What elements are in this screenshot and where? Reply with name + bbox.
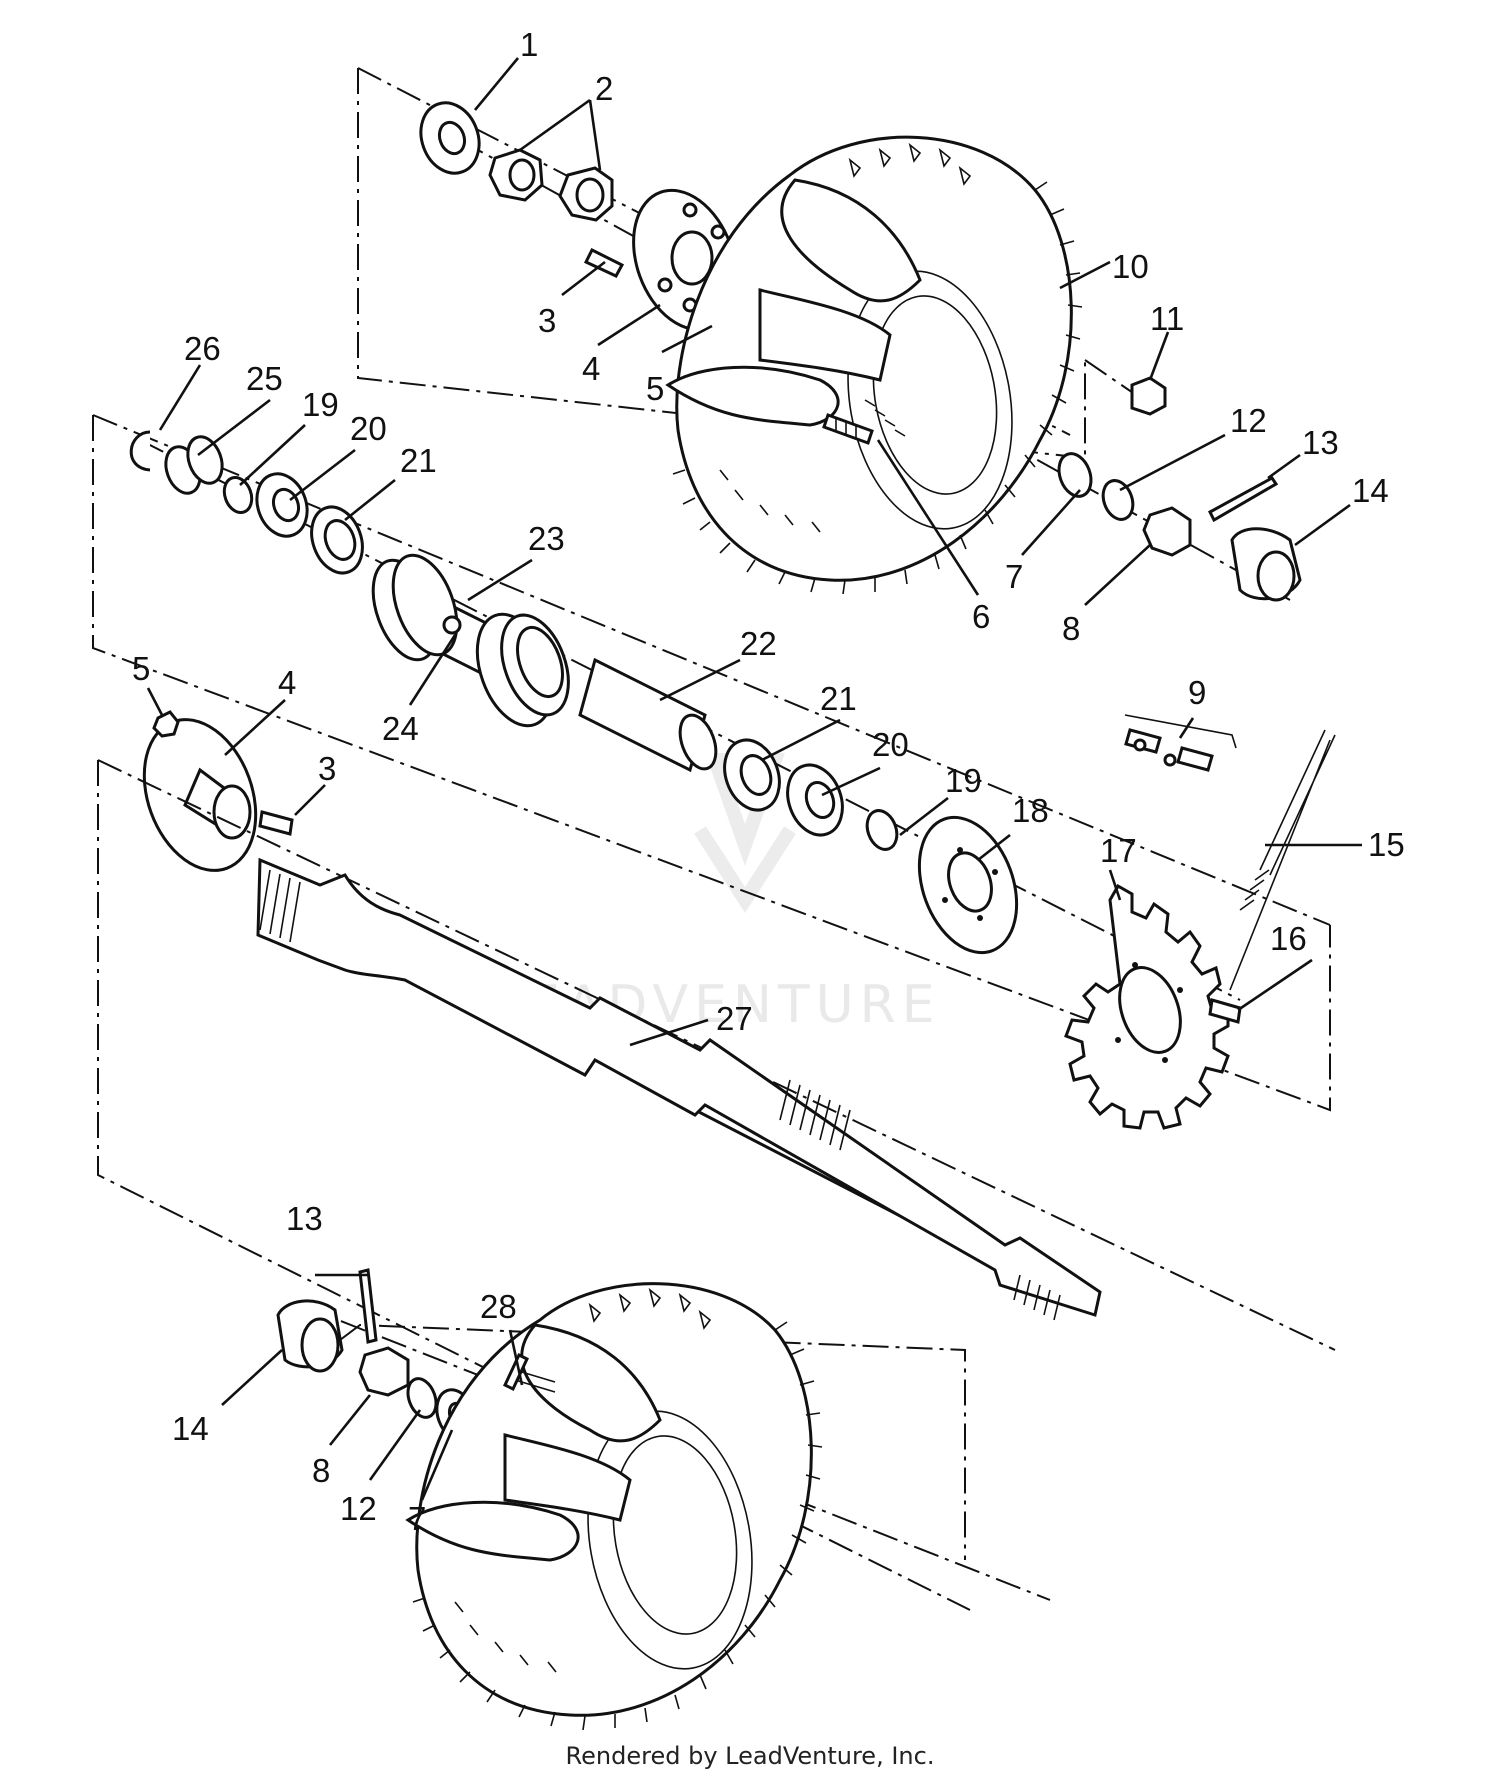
callout-11: 11 (1150, 300, 1184, 337)
callout-26: 26 (184, 330, 221, 367)
o-ring-19-right (865, 809, 899, 851)
cotter-pin-13-lower (358, 1268, 378, 1344)
callout-3-upper: 3 (538, 302, 556, 339)
castle-nuts-2 (488, 148, 614, 222)
bolt-3-lower (258, 810, 294, 836)
washer-7-upper (1057, 452, 1093, 498)
rear-axle-27 (97, 759, 1336, 1611)
sprocket-hub-18 (917, 815, 1019, 955)
axle-housing-23 (371, 553, 570, 728)
cotter-pin-13-upper (1208, 476, 1279, 523)
callout-4-lower: 4 (278, 664, 296, 701)
callout-3-lower: 3 (318, 750, 336, 787)
callout-16: 16 (1270, 920, 1307, 957)
callout-19-left: 19 (302, 386, 339, 423)
callout-7-upper: 7 (1005, 558, 1023, 595)
callout-13-lower: 13 (286, 1200, 323, 1237)
callout-8-upper: 8 (1062, 610, 1080, 647)
callout-23: 23 (528, 520, 565, 557)
drive-chain-15 (1229, 729, 1336, 991)
bearing-21-left (310, 505, 364, 575)
callout-12-lower: 12 (340, 1490, 377, 1527)
callout-5-upper: 5 (646, 370, 664, 407)
castle-nut-8-upper (1142, 506, 1192, 557)
callout-20-left: 20 (350, 410, 387, 447)
castle-nut-8-lower (358, 1346, 410, 1397)
callout-18: 18 (1012, 792, 1049, 829)
callout-14-upper: 14 (1352, 472, 1389, 509)
callout-8-lower: 8 (312, 1452, 330, 1489)
snap-ring-26 (129, 430, 151, 472)
nut-5-lower (152, 710, 180, 738)
upper-wheel-panel (357, 67, 1302, 602)
callout-4-upper: 4 (582, 350, 600, 387)
seal-20-right (786, 763, 844, 837)
cap-14-lower (276, 1299, 344, 1373)
callout-6: 6 (972, 598, 990, 635)
callout-21-right: 21 (820, 680, 857, 717)
middle-housing-panel (92, 414, 1336, 1130)
callout-14-lower: 14 (172, 1410, 209, 1447)
callout-22: 22 (740, 625, 777, 662)
tire-lower (405, 1282, 823, 1731)
seal-20-left (255, 472, 309, 538)
lower-wheel-panel (276, 1268, 1051, 1731)
footer-credit: Rendered by LeadVenture, Inc. (565, 1742, 935, 1770)
callout-25: 25 (246, 360, 283, 397)
callout-17: 17 (1100, 832, 1137, 869)
callout-labels: 1 2 3 4 5 10 11 26 25 19 20 21 12 13 23 … (132, 26, 1405, 1537)
hub-4-lower (142, 718, 258, 872)
leader-lines (146, 57, 1362, 1501)
ring-12-lower (406, 1377, 438, 1419)
sprocket-17 (1064, 883, 1230, 1130)
o-ring-19-left (222, 476, 254, 514)
tire-10-upper (665, 135, 1083, 595)
callout-7-lower: 7 (408, 1500, 426, 1537)
bearing-25 (164, 435, 224, 495)
bolt-16 (1208, 998, 1242, 1024)
callout-1: 1 (520, 26, 538, 63)
nut-11 (1130, 376, 1167, 416)
callout-28: 28 (480, 1288, 517, 1325)
ring-12-upper (1101, 479, 1135, 521)
cap-14-upper (1230, 527, 1302, 602)
master-link-9 (1124, 714, 1237, 772)
callout-5-lower: 5 (132, 650, 150, 687)
callout-12-upper: 12 (1230, 402, 1267, 439)
callout-13-upper: 13 (1302, 424, 1339, 461)
callout-10: 10 (1112, 248, 1149, 285)
callout-19-right: 19 (945, 762, 982, 799)
sleeve-22 (578, 657, 718, 773)
callout-9: 9 (1188, 674, 1206, 711)
callout-2: 2 (595, 70, 613, 107)
washer-1 (419, 101, 481, 175)
callout-21-left: 21 (400, 442, 437, 479)
callout-24: 24 (382, 710, 419, 747)
callout-27: 27 (716, 1000, 753, 1037)
callout-20-right: 20 (872, 726, 909, 763)
callout-15: 15 (1368, 826, 1405, 863)
